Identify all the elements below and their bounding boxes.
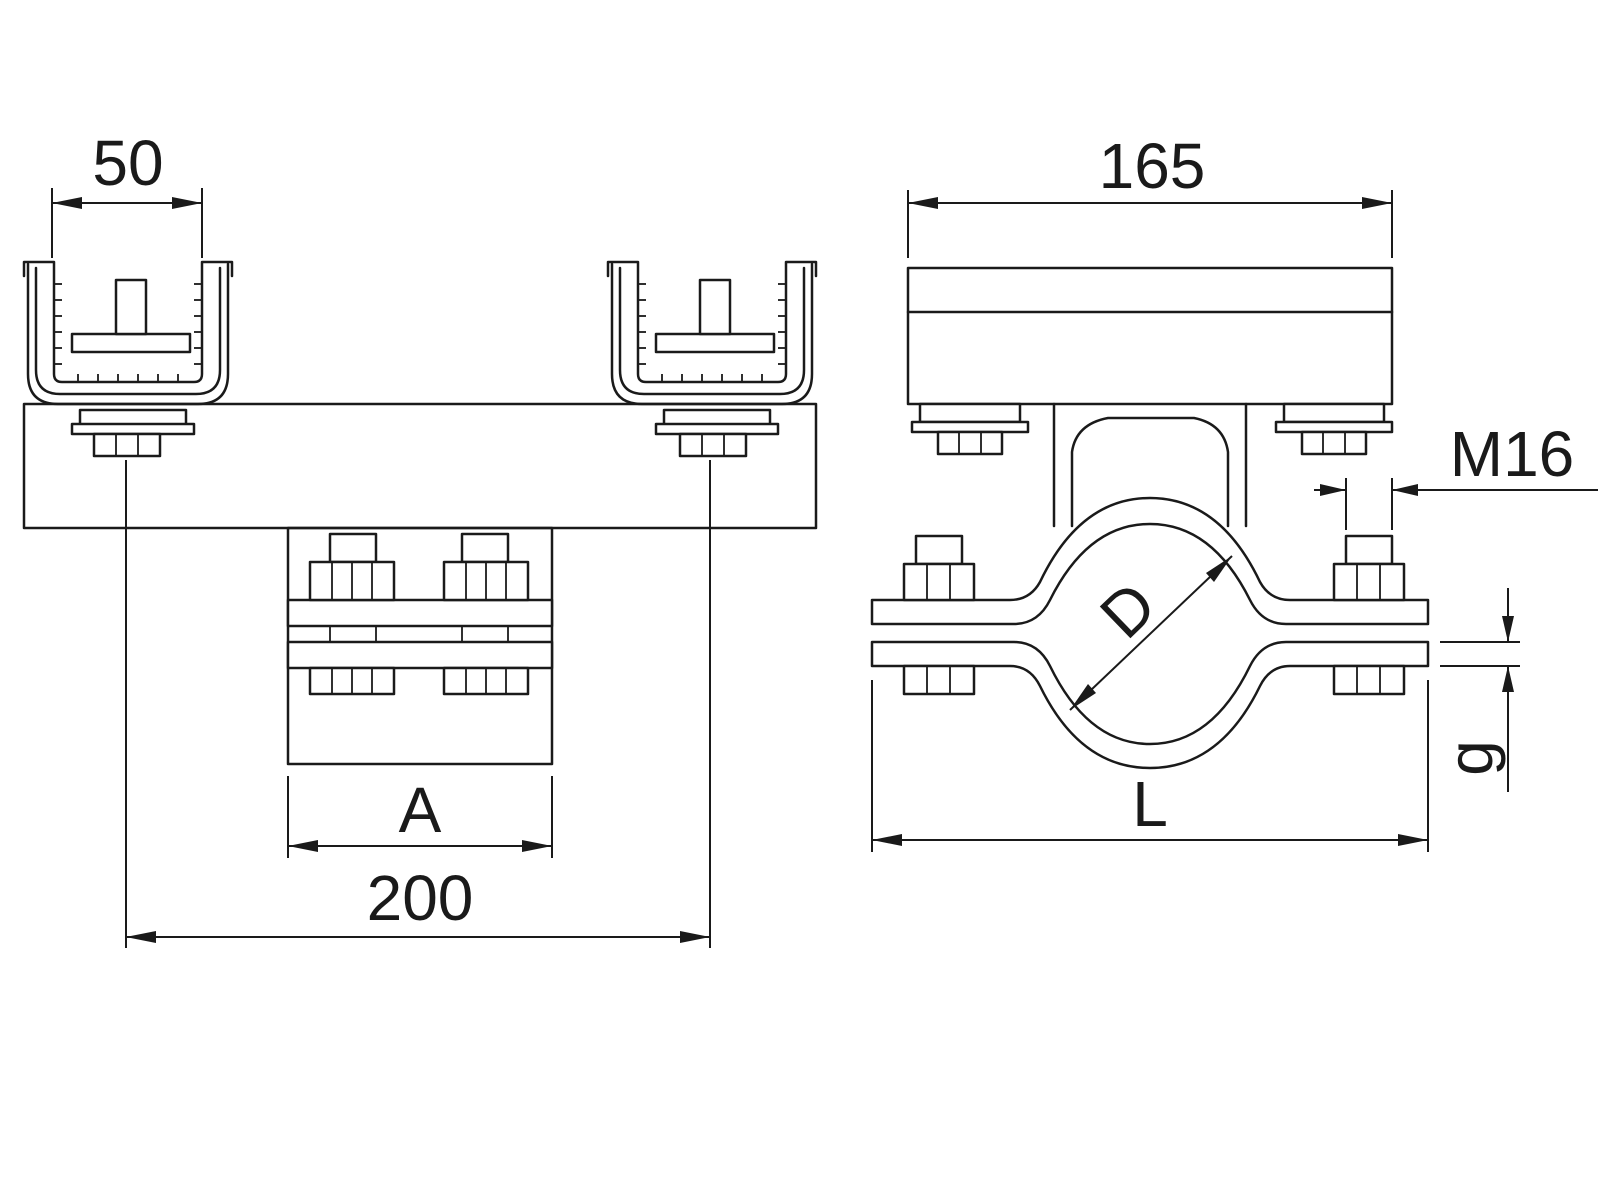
bracket [1052,402,1248,528]
front-view: 50 200 A [22,127,818,948]
top-plate [906,266,1394,406]
label-200: 200 [367,862,474,934]
left-channel [22,260,234,406]
dimension-g: g [1434,588,1520,792]
plate-nut-right [1274,402,1394,456]
plate-nut-left [910,402,1030,456]
dimension-l: L [871,680,1429,852]
dimension-200: 200 [125,460,711,948]
clamp-side-view [286,526,554,766]
label-50: 50 [92,127,163,199]
right-rail-nut [654,408,780,458]
left-rail-nut [70,408,196,458]
label-g: g [1434,740,1506,776]
dimension-a: A [287,774,553,858]
pipe-clamp [870,496,1430,770]
dimension-50: 50 [51,127,203,258]
label-d: D [1086,568,1169,652]
label-165: 165 [1099,130,1206,202]
side-view: D 165 M16 g [870,130,1598,852]
dimension-d: D [1069,555,1233,711]
label-a: A [399,774,442,846]
label-m16: M16 [1450,418,1575,490]
right-channel [606,260,818,406]
label-l: L [1132,768,1168,840]
dimension-m16: M16 [1314,418,1598,530]
dimension-165: 165 [907,130,1393,258]
